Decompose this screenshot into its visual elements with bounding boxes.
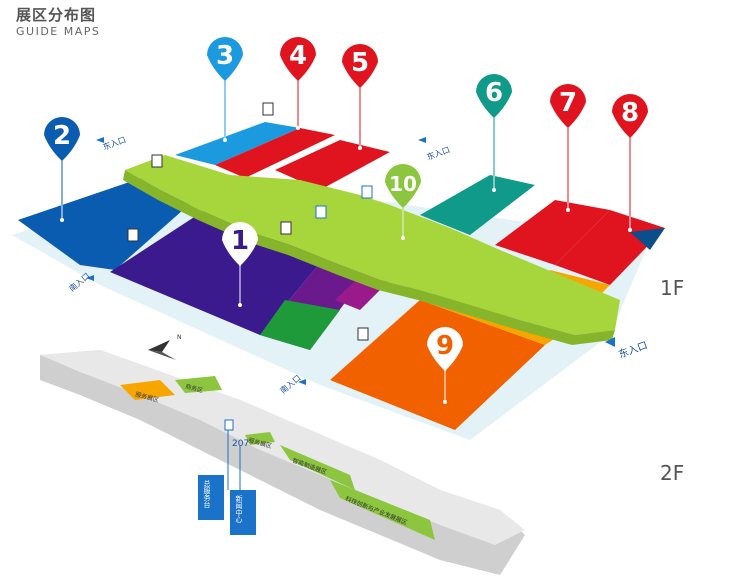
entrance-east-1: 东入口: [101, 134, 127, 152]
hall-number-7: 7: [559, 88, 577, 118]
hall-pin-9[interactable]: 9: [427, 327, 463, 404]
room-207: 207: [232, 439, 249, 449]
hall-number-5: 5: [351, 48, 369, 78]
hall-pins: 1 2 3 4 5 6 7 8 9 10: [44, 37, 648, 404]
hall-8-area[interactable]: [555, 210, 665, 285]
page-subtitle: GUIDE MAPS: [16, 25, 101, 38]
floor-1f: 东入口 东入口 南入口 南入口 东入口 N 1F: [12, 102, 684, 440]
hall-number-4: 4: [289, 41, 307, 71]
hall-number-10: 10: [389, 172, 417, 196]
tag-service-desk: 总服务台: [203, 479, 211, 509]
hall-pin-5[interactable]: 5: [342, 44, 378, 150]
hall-number-9: 9: [436, 331, 454, 361]
hall-5-area[interactable]: [275, 140, 390, 190]
hall-number-6: 6: [485, 78, 503, 108]
hall-pin-7[interactable]: 7: [550, 84, 586, 212]
hall-pin-8[interactable]: 8: [612, 94, 648, 232]
floor-label-2f: 2F: [660, 461, 684, 485]
hall-number-1: 1: [231, 226, 249, 256]
entrance-south-2: 南入口: [278, 372, 303, 395]
pin-marker-icon: [207, 37, 243, 81]
pin-marker-icon: [550, 84, 586, 128]
compass-icon: N: [148, 334, 182, 360]
hall-2-area[interactable]: [18, 175, 200, 270]
hall-pin-3[interactable]: 3: [207, 37, 243, 142]
floor-label-1f: 1F: [660, 276, 684, 300]
hall-9-area[interactable]: [330, 300, 545, 430]
hall-number-3: 3: [216, 41, 234, 71]
hall-pin-1[interactable]: 1: [222, 222, 258, 307]
hall-pin-4[interactable]: 4: [280, 37, 316, 130]
hall-pin-2[interactable]: 2: [44, 117, 80, 222]
hall-4-area[interactable]: [215, 128, 335, 178]
pin-marker-icon: [476, 74, 512, 118]
pin-marker-icon: [385, 164, 421, 208]
hall-number-2: 2: [53, 121, 71, 151]
hall-7-area[interactable]: [495, 200, 610, 265]
pin-marker-icon: [222, 222, 258, 266]
hall-3-area[interactable]: [175, 122, 300, 165]
pin-marker-icon: [612, 94, 648, 138]
hall-pin-10[interactable]: 10: [385, 164, 421, 240]
entrance-east-main: 东入口: [617, 338, 650, 360]
page-title: 展区分布图: [16, 6, 97, 24]
svg-text:N: N: [177, 334, 182, 341]
tag-press-center: 新闻中心: [235, 494, 243, 523]
entrance-south-1: 南入口: [67, 270, 92, 293]
corridor-hall-10[interactable]: [125, 155, 620, 335]
hall-6-area[interactable]: [420, 175, 535, 235]
pin-marker-icon: [280, 37, 316, 81]
pin-marker-icon: [44, 117, 80, 161]
hall-pin-6[interactable]: 6: [476, 74, 512, 192]
floor-2f: 服务展区 商务区 服务展区 智能制造展区 科技创新与产业发展展区 207 总服务…: [40, 350, 684, 575]
pin-marker-icon: [427, 327, 463, 371]
hall-number-8: 8: [621, 98, 639, 128]
entrance-east-2: 东入口: [425, 144, 451, 162]
pin-marker-icon: [342, 44, 378, 88]
